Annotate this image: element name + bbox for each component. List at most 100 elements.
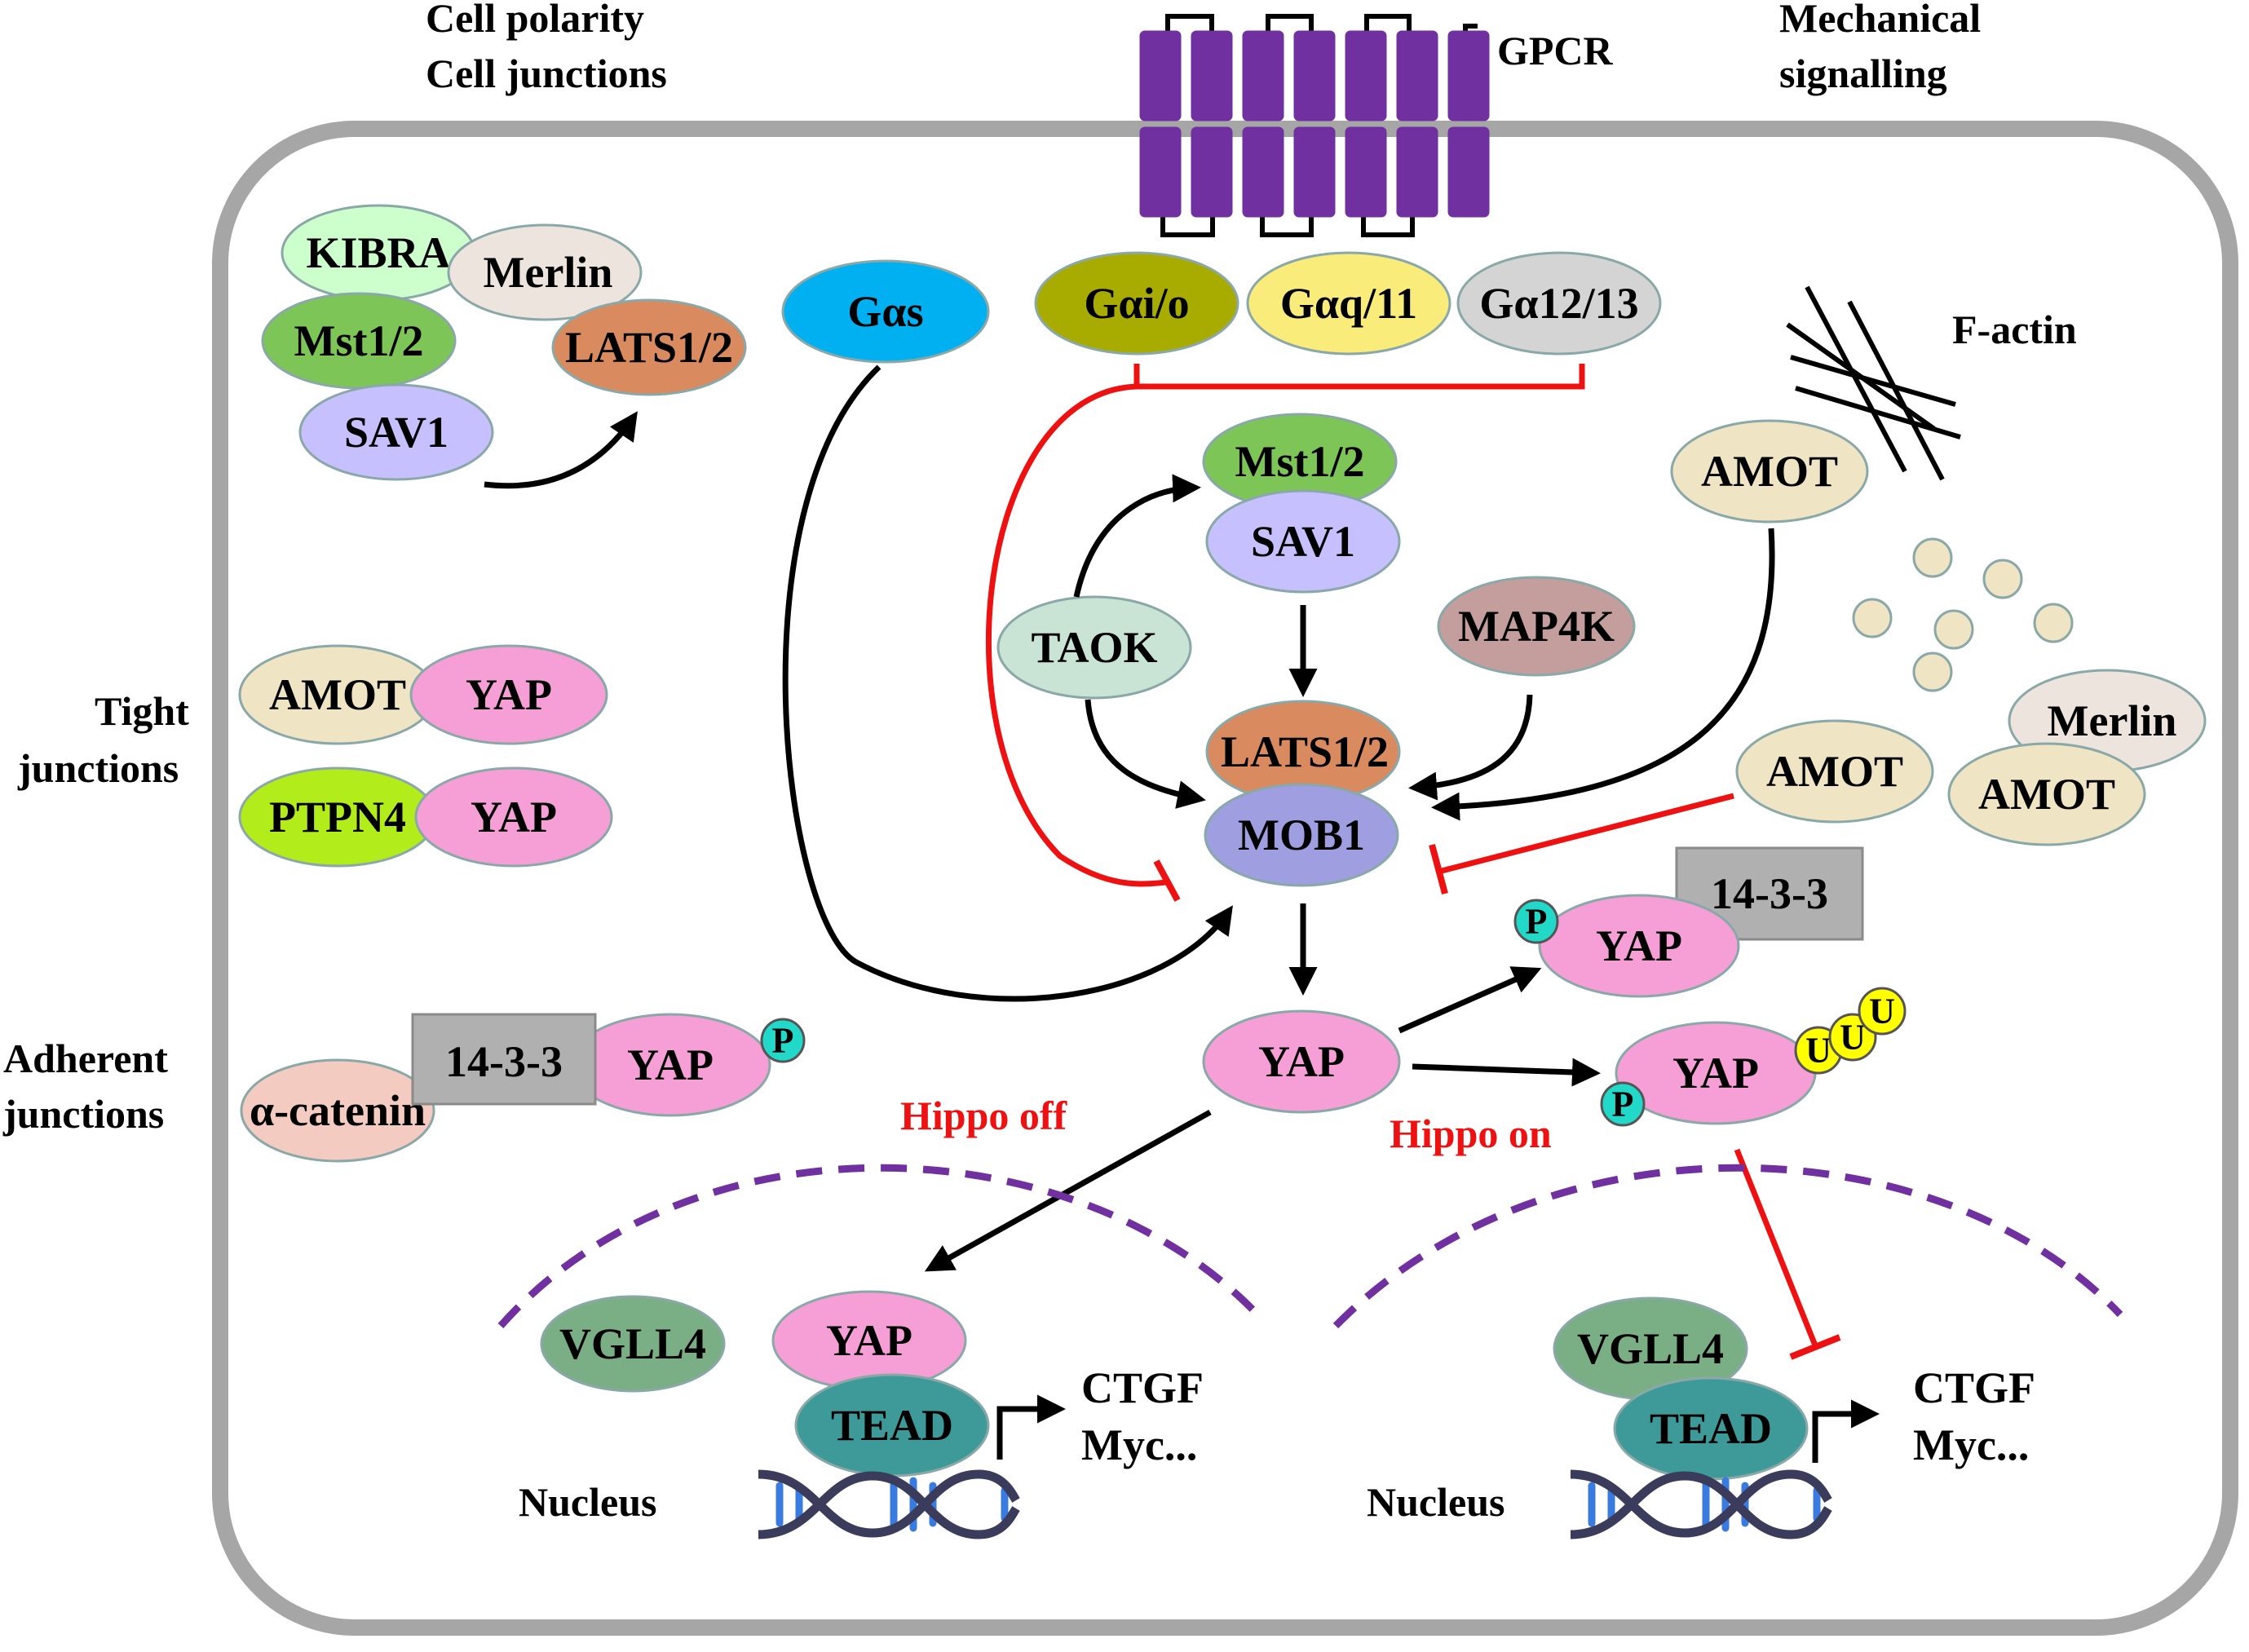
arrow-yap-to-nucleus [924, 1109, 1212, 1272]
mob1-node: MOB1 [1204, 783, 1399, 887]
yap-node-ubiquitin: YAP [1615, 1021, 1817, 1125]
svg-text:TEAD: TEAD [1650, 1404, 1772, 1453]
transcription-arrow-right [1812, 1399, 1880, 1463]
dna-left [758, 1469, 1020, 1539]
inhibit-amot-to-mob1 [1441, 793, 1734, 874]
fourteen-three-three-right: 14-3-3 [1675, 846, 1864, 941]
cell-polarity-label: Cell polarity [426, 0, 644, 41]
target-genes-right-1: CTGF [1913, 1363, 2035, 1412]
phospho-1433: P [1513, 899, 1559, 944]
tead-node-left: TEAD [794, 1373, 990, 1478]
ptpn4-node: PTPN4 [238, 766, 437, 868]
amot-node-inhibitor: AMOT [1735, 719, 1934, 824]
map4k-node: MAP4K [1437, 576, 1636, 677]
svg-text:α-catenin: α-catenin [250, 1086, 426, 1135]
svg-text:TAOK: TAOK [1031, 623, 1157, 672]
dna-right [1570, 1469, 1832, 1539]
f-actin-filaments [1786, 285, 1961, 481]
inhibit-yap-to-nucleus [1734, 1148, 1818, 1347]
svg-text:U: U [1805, 1031, 1831, 1071]
arrow-taok-to-mst [1073, 474, 1201, 598]
inhibit-bar-amot [1429, 843, 1448, 895]
inhibit-bar-nucleus [1789, 1334, 1841, 1360]
svg-text:TEAD: TEAD [831, 1401, 953, 1450]
nucleus-label-left: Nucleus [519, 1479, 656, 1525]
svg-text:AMOT: AMOT [269, 670, 406, 719]
tight-junctions-label-2: junctions [17, 745, 179, 791]
mst-node-left: Mst1/2 [261, 292, 457, 390]
svg-text:SAV1: SAV1 [1251, 517, 1355, 566]
svg-text:SAV1: SAV1 [344, 408, 448, 457]
yap-node-adherent: YAP [569, 1013, 771, 1117]
yap-node-tight-2: YAP [414, 766, 613, 868]
svg-text:YAP: YAP [627, 1040, 714, 1089]
svg-text:Mst1/2: Mst1/2 [1235, 437, 1365, 486]
tead-node-right: TEAD [1613, 1376, 1809, 1481]
mst-node-core: Mst1/2 [1202, 413, 1398, 510]
yap-node-nucleus: YAP [771, 1290, 967, 1391]
nuclear-membrane-left [497, 1164, 1261, 1328]
amot-node-merlin: AMOT [1947, 742, 2146, 846]
alpha-catenin-node: α-catenin [240, 1058, 435, 1163]
svg-text:P: P [1612, 1084, 1634, 1124]
taok-node: TAOK [996, 595, 1192, 700]
kibra-node: KIBRA [281, 204, 476, 302]
target-genes-left-1: CTGF [1081, 1363, 1204, 1412]
svg-text:YAP: YAP [1596, 921, 1682, 970]
yap-node-tight-1: YAP [409, 644, 608, 745]
arrow-yap-to-1433 [1398, 966, 1542, 1034]
gaq-node: Gαq/11 [1246, 251, 1451, 356]
cell-junctions-label: Cell junctions [426, 51, 667, 96]
sav1-node-core: SAV1 [1205, 489, 1401, 594]
svg-text:AMOT: AMOT [1766, 747, 1903, 796]
svg-text:VGLL4: VGLL4 [1577, 1324, 1724, 1373]
svg-text:P: P [772, 1021, 794, 1061]
phospho-ubiquitin-yap: P [1600, 1081, 1646, 1127]
lats-node-left: LATS1/2 [551, 298, 747, 396]
adherent-junctions-label-2: junctions [2, 1091, 164, 1137]
f-actin-label: F-actin [1952, 307, 2077, 352]
svg-text:Gαq/11: Gαq/11 [1280, 279, 1417, 328]
lats-node-core: LATS1/2 [1205, 700, 1401, 804]
svg-text:YAP: YAP [1672, 1049, 1759, 1098]
adherent-junctions-label-1: Adherent [3, 1036, 168, 1081]
gaio-node: Gαi/o [1034, 251, 1239, 356]
arrow-map4k-to-lats [1408, 694, 1533, 801]
yap-node-center: YAP [1202, 1009, 1401, 1114]
nuclear-membrane-right [1332, 1164, 2123, 1329]
gas-node: Gαs [781, 259, 990, 364]
svg-text:MOB1: MOB1 [1238, 811, 1365, 859]
arrow-amot-to-lats [1431, 528, 1775, 821]
svg-text:KIBRA: KIBRA [306, 228, 450, 277]
transcription-arrow-left [996, 1394, 1066, 1460]
svg-text:Merlin: Merlin [2048, 696, 2177, 745]
ubiquitin-3: U [1858, 987, 1907, 1036]
amot-node-factin: AMOT [1670, 419, 1869, 523]
target-genes-right-2: Myc... [1913, 1420, 2029, 1469]
gpcr-receptor [1139, 14, 1490, 237]
arrow-yap-to-ubiquitin [1412, 1058, 1601, 1087]
hippo-on-label: Hippo on [1390, 1111, 1552, 1156]
svg-text:U: U [1840, 1018, 1866, 1058]
svg-text:Merlin: Merlin [484, 248, 613, 297]
svg-text:Gαi/o: Gαi/o [1084, 279, 1189, 328]
svg-text:YAP: YAP [466, 670, 552, 719]
amot-node-tight: AMOT [238, 644, 437, 745]
vesicles [1852, 537, 2074, 692]
svg-text:YAP: YAP [1258, 1037, 1345, 1086]
mechanical-label: Mechanical [1779, 0, 1981, 41]
tight-junctions-label-1: Tight [95, 688, 189, 734]
svg-text:14-3-3: 14-3-3 [1711, 869, 1828, 918]
sav1-node-left: SAV1 [298, 383, 494, 481]
inhibit-gprotein-to-mob1 [986, 383, 1167, 887]
svg-text:Gαs: Gαs [847, 287, 923, 336]
svg-text:PTPN4: PTPN4 [269, 793, 406, 841]
svg-text:P: P [1526, 902, 1548, 942]
svg-text:VGLL4: VGLL4 [559, 1319, 706, 1368]
inhibit-bar-gprotein [1153, 859, 1181, 902]
svg-text:AMOT: AMOT [1978, 770, 2115, 819]
svg-text:LATS1/2: LATS1/2 [1221, 727, 1389, 776]
g-protein-bracket [1133, 364, 1585, 390]
vgll4-node-left: VGLL4 [540, 1295, 726, 1393]
